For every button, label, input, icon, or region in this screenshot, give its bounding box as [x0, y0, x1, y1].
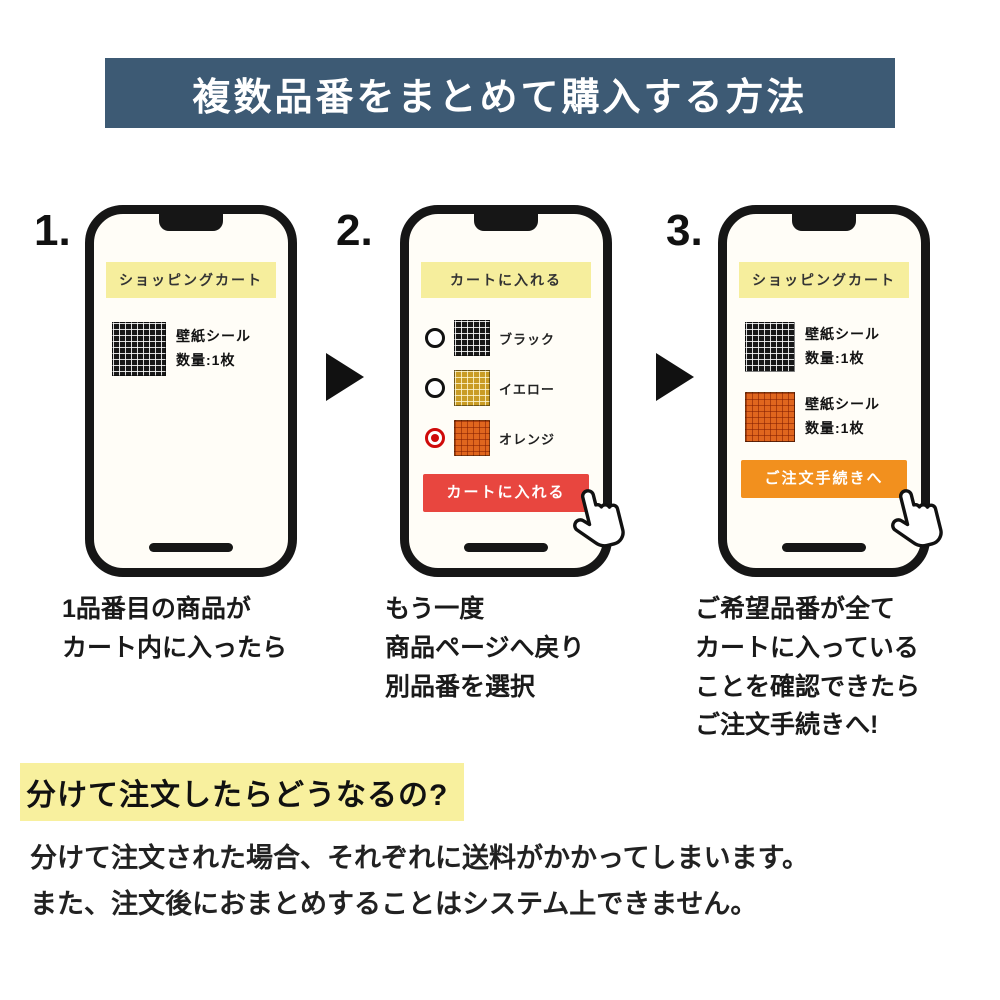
cart-item: 壁紙シール 数量:1枚 — [745, 322, 921, 372]
color-option-orange[interactable]: オレンジ — [425, 420, 603, 456]
radio-unselected-icon[interactable] — [425, 378, 445, 398]
phone-step3: ショッピングカート 壁紙シール 数量:1枚 壁紙シール 数量:1枚 ご注文手続き… — [718, 205, 943, 577]
faq-answer: 分けて注文された場合、それぞれに送料がかかってしまいます。 また、注文後におまと… — [30, 836, 809, 928]
cart-item: 壁紙シール 数量:1枚 — [745, 392, 921, 442]
checkout-button[interactable]: ご注文手続きへ — [741, 460, 907, 498]
color-option-yellow[interactable]: イエロー — [425, 370, 603, 406]
radio-selected-icon[interactable] — [425, 428, 445, 448]
phone-notch — [792, 213, 856, 231]
swatch-black-icon — [745, 322, 795, 372]
color-option-black[interactable]: ブラック — [425, 320, 603, 356]
product-section-bar: カートに入れる — [421, 262, 591, 298]
item-qty: 数量:1枚 — [805, 350, 865, 366]
step1-caption: 1品番目の商品が カート内に入ったら — [62, 595, 288, 662]
page-title: 複数品番をまとめて購入する方法 — [192, 76, 808, 119]
step1-number: 1. — [34, 206, 71, 255]
cart-title-bar: ショッピングカート — [106, 262, 276, 298]
step2-number: 2. — [336, 206, 373, 255]
cart-title-bar: ショッピングカート — [739, 262, 909, 298]
radio-unselected-icon[interactable] — [425, 328, 445, 348]
faq-answer-line1: 分けて注文された場合、それぞれに送料がかかってしまいます。 — [30, 843, 809, 873]
item-name: 壁紙シール — [176, 328, 251, 345]
item-text: 壁紙シール 数量:1枚 — [805, 323, 880, 371]
arrow-right-icon — [656, 353, 694, 401]
hand-cursor-icon — [891, 489, 943, 548]
cart-item: 壁紙シール 数量:1枚 — [112, 322, 288, 376]
home-indicator — [149, 543, 233, 552]
hand-cursor-icon — [573, 489, 625, 548]
arrow-right-icon — [326, 353, 364, 401]
option-label: オレンジ — [499, 431, 556, 447]
item-qty: 数量:1枚 — [176, 352, 236, 368]
item-text: 壁紙シール 数量:1枚 — [805, 393, 880, 441]
swatch-yellow-icon — [454, 370, 490, 406]
phone-notch — [474, 213, 538, 231]
faq-question: 分けて注文したらどうなるの? — [20, 763, 465, 821]
phone-step1: ショッピングカート 壁紙シール 数量:1枚 — [85, 205, 297, 577]
step3-number: 3. — [666, 206, 703, 255]
swatch-orange-icon — [745, 392, 795, 442]
home-indicator — [464, 543, 548, 552]
home-indicator — [782, 543, 866, 552]
item-name: 壁紙シール — [805, 396, 880, 413]
add-to-cart-button[interactable]: カートに入れる — [423, 474, 589, 512]
title-banner: 複数品番をまとめて購入する方法 — [105, 58, 895, 128]
swatch-black-icon — [112, 322, 166, 376]
item-qty: 数量:1枚 — [805, 420, 865, 436]
phone-step2: カートに入れる ブラック イエロー オレンジ カートに入れる — [400, 205, 625, 577]
phone-notch — [159, 213, 223, 231]
item-name: 壁紙シール — [805, 326, 880, 343]
option-label: イエロー — [499, 381, 555, 397]
step3-caption: ご希望品番が全て カートに入っている ことを確認できたら ご注文手続きへ! — [695, 595, 921, 740]
swatch-black-icon — [454, 320, 490, 356]
faq-answer-line2: また、注文後におまとめすることはシステム上できません。 — [30, 888, 758, 919]
option-label: ブラック — [499, 331, 556, 347]
item-text: 壁紙シール 数量:1枚 — [176, 325, 251, 373]
swatch-orange-icon — [454, 420, 490, 456]
step2-caption: もう一度 商品ページへ戻り 別品番を選択 — [385, 595, 585, 701]
